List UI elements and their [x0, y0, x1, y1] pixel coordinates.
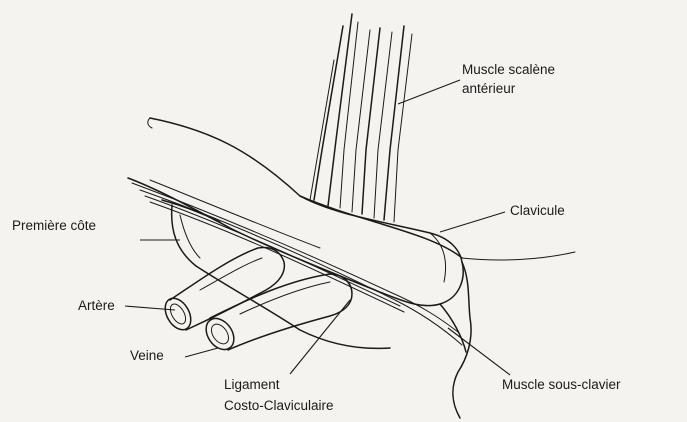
label-artere: Artère	[78, 298, 115, 313]
labels: Muscle scalène antérieur Clavicule Premi…	[12, 62, 621, 413]
clavicle-bone	[128, 118, 463, 306]
leader-lines	[125, 80, 510, 375]
leader-artere	[125, 306, 175, 310]
label-veine: Veine	[130, 348, 164, 363]
label-muscle-scalene-line1: Muscle scalène	[462, 62, 555, 77]
label-premiere-cote: Première côte	[12, 218, 96, 233]
label-muscle-sous-clavier: Muscle sous-clavier	[502, 377, 621, 392]
label-muscle-scalene-line2: antérieur	[462, 81, 516, 96]
label-ligament-line1: Ligament	[224, 377, 280, 392]
scalene-muscle-fibers	[310, 14, 412, 222]
leader-ligament	[290, 300, 350, 374]
artery-tube	[160, 248, 284, 335]
costoclavicular-ligament	[132, 183, 462, 345]
label-clavicule: Clavicule	[510, 203, 565, 218]
leader-clavicule	[440, 212, 505, 232]
first-rib	[162, 200, 390, 348]
leader-veine	[185, 348, 218, 357]
label-ligament-line2: Costo-Claviculaire	[224, 398, 334, 413]
leader-sous-clavier	[448, 328, 510, 375]
leader-scalene	[398, 80, 460, 104]
